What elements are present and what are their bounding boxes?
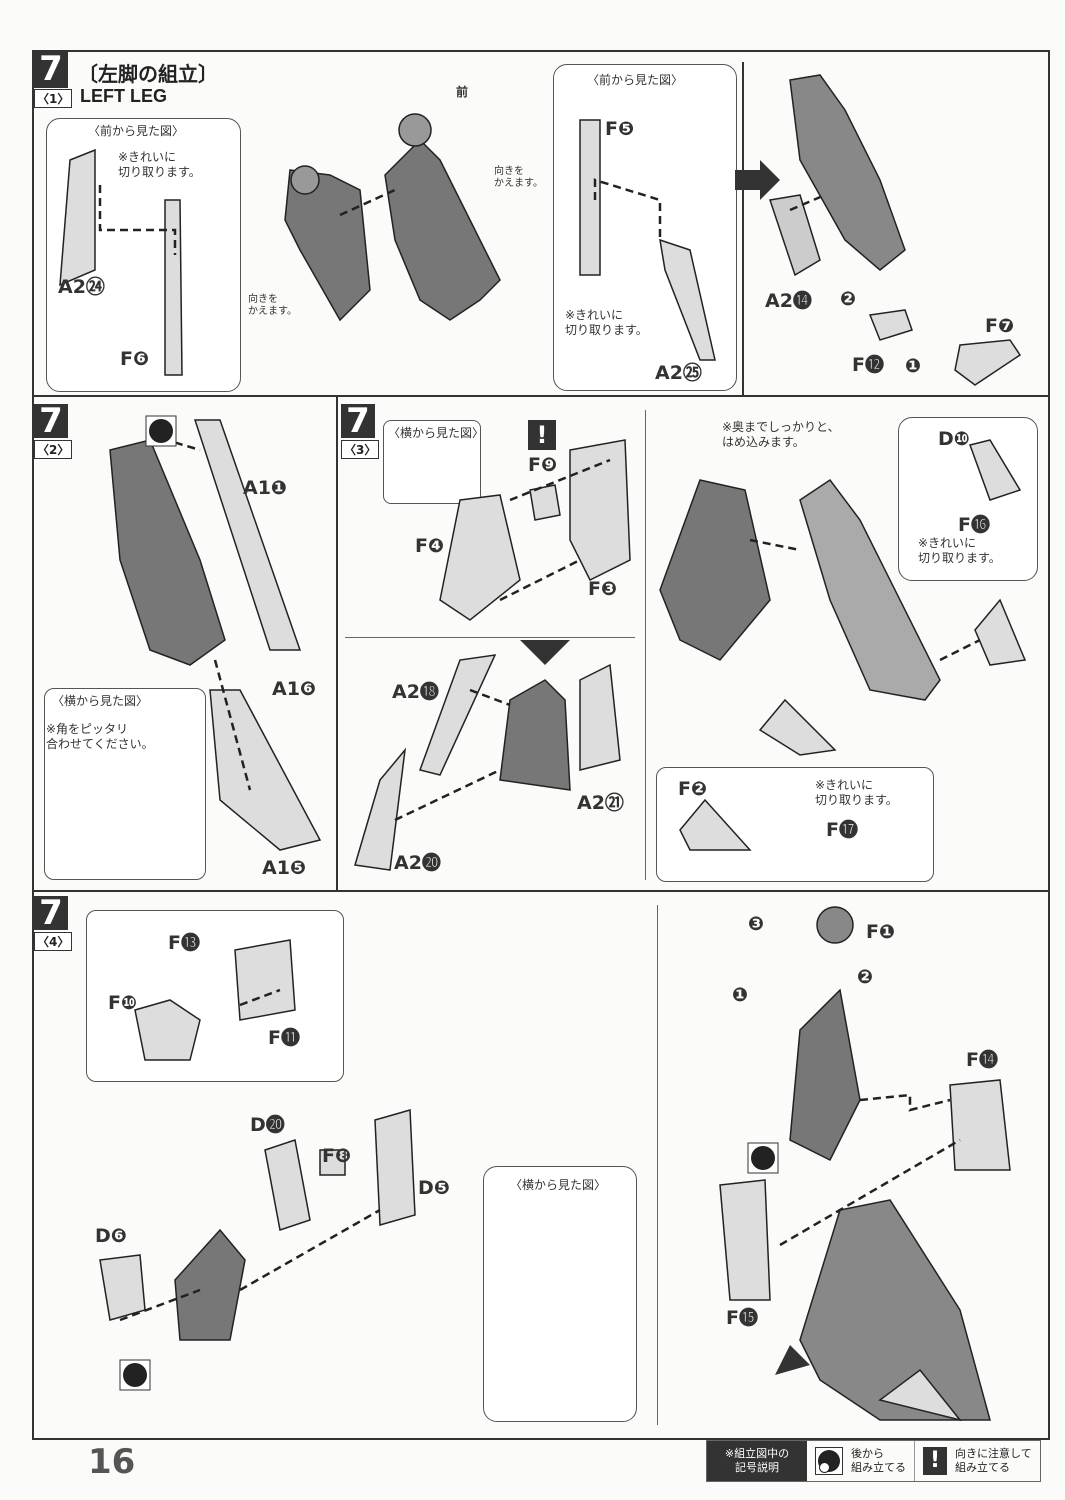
part-label-f4: F❹: [415, 535, 445, 557]
part-label-f8: F❽: [322, 1145, 352, 1167]
step-number: 7: [34, 896, 68, 930]
part-label-f17: F⓱: [826, 819, 858, 841]
rotate-note: 向きを かえます。: [248, 294, 297, 317]
order-marker-2: ❷: [857, 966, 874, 988]
order-marker-2: ❷: [840, 288, 857, 310]
part-label-f6: F❻: [120, 348, 150, 370]
part-label-d6: D❻: [95, 1225, 127, 1247]
back-assembly-icons: [119, 415, 779, 1391]
legend-title: ※組立図中の 記号説明: [707, 1441, 807, 1481]
page-number: 16: [88, 1442, 136, 1482]
step-number: 7: [34, 52, 68, 88]
front-direction-label: 前: [456, 85, 469, 99]
inset-title: 〈横から見た図〉: [52, 694, 149, 708]
push-fully-note: ※奥までしっかりと、 はめ込みます。: [722, 420, 840, 449]
legend-back-label: 後から 組み立てる: [851, 1447, 906, 1474]
substep-label: 〈4〉: [34, 932, 73, 951]
part-label-f14: F⓮: [966, 1049, 998, 1071]
part-label-f5: F❺: [605, 118, 635, 140]
part-label-f9: F❾: [528, 454, 558, 476]
part-label-f13: F⓭: [168, 932, 200, 954]
cut-cleanly-note: ※きれいに 切り取ります。: [815, 778, 898, 807]
divider: [742, 62, 744, 395]
part-label-f1: F❶: [866, 921, 896, 943]
substep-label: 〈1〉: [34, 89, 73, 108]
part-label-f3: F❸: [588, 578, 618, 600]
part-label-f10: F❿: [108, 992, 138, 1014]
next-arrow: [735, 160, 780, 200]
inset-title: 〈前から見た図〉: [587, 73, 684, 87]
divider: [336, 395, 338, 890]
cut-cleanly-note: ※きれいに 切り取ります。: [565, 308, 648, 337]
part-label-a2-14: A2⓮: [765, 290, 812, 312]
orientation-warning-icon: !: [528, 420, 556, 450]
symbol-legend: ※組立図中の 記号説明 後から 組み立てる ! 向きに注意して 組み立てる: [706, 1440, 1041, 1482]
back-assembly-icon: [815, 1447, 843, 1475]
section-title-english: LEFT LEG: [80, 86, 167, 106]
part-label-a2-20: A2⓴: [394, 852, 441, 874]
part-label-a2-18: A2⓲: [392, 681, 439, 703]
orientation-warning-icon: !: [923, 1447, 947, 1475]
parts-inset: [898, 417, 1038, 581]
rotate-note: 向きを かえます。: [494, 166, 543, 189]
legend-orientation-label: 向きに注意して 組み立てる: [955, 1447, 1032, 1474]
part-label-a1-6: A1❻: [272, 678, 317, 700]
step-number: 7: [341, 404, 375, 438]
section-title: 〔左脚の組立〕: [78, 62, 218, 86]
side-view-inset: [483, 1166, 637, 1422]
part-label-a2-25: A2㉕: [655, 362, 702, 384]
part-shapes: [59, 74, 1027, 1422]
part-label-f16: F⓰: [958, 514, 990, 536]
order-marker-1: ❶: [732, 984, 749, 1006]
cut-cleanly-note: ※きれいに 切り取ります。: [118, 150, 201, 179]
legend-orientation: ! 向きに注意して 組み立てる: [915, 1441, 1040, 1481]
part-label-f12: F⓬: [852, 354, 884, 376]
order-marker-3: ❸: [748, 913, 765, 935]
part-label-f2: F❷: [678, 778, 708, 800]
down-arrow: [520, 640, 570, 665]
inset-title: 〈横から見た図〉: [388, 426, 485, 440]
divider: [32, 890, 1048, 892]
inset-title: 〈前から見た図〉: [88, 124, 185, 138]
part-label-d10: D❿: [938, 428, 970, 450]
substep-label: 〈3〉: [341, 440, 380, 459]
push-arrow: [775, 1345, 810, 1375]
part-label-a1-1: A1❶: [243, 477, 288, 499]
page-frame: [32, 50, 1050, 1440]
side-view-inset: [44, 688, 206, 880]
part-label-f7: F❼: [985, 315, 1015, 337]
assembly-arrows: [98, 178, 981, 1322]
part-label-a2-21: A2㉑: [577, 792, 624, 814]
divider: [345, 637, 635, 638]
side-view-inset: [383, 420, 481, 504]
order-marker-1: ❶: [905, 355, 922, 377]
part-label-d5: D❺: [418, 1177, 450, 1199]
part-label-a2-24: A2㉔: [58, 276, 105, 298]
cut-cleanly-note: ※きれいに 切り取ります。: [918, 536, 1001, 565]
part-label-a1-5: A1❺: [262, 857, 307, 879]
divider: [645, 410, 646, 880]
step-number: 7: [34, 404, 68, 438]
substep-label: 〈2〉: [34, 440, 73, 459]
part-label-f11: F⓫: [268, 1027, 300, 1049]
parts-inset: [86, 910, 344, 1082]
divider: [32, 395, 1048, 397]
part-label-d20: D⓴: [250, 1114, 285, 1136]
align-corners-note: ※角をピッタリ 合わせてください。: [46, 722, 154, 751]
divider: [657, 905, 658, 1425]
legend-back-assembly: 後から 組み立てる: [807, 1441, 915, 1481]
inset-title: 〈横から見た図〉: [510, 1178, 607, 1192]
part-label-f15: F⓯: [726, 1307, 758, 1329]
